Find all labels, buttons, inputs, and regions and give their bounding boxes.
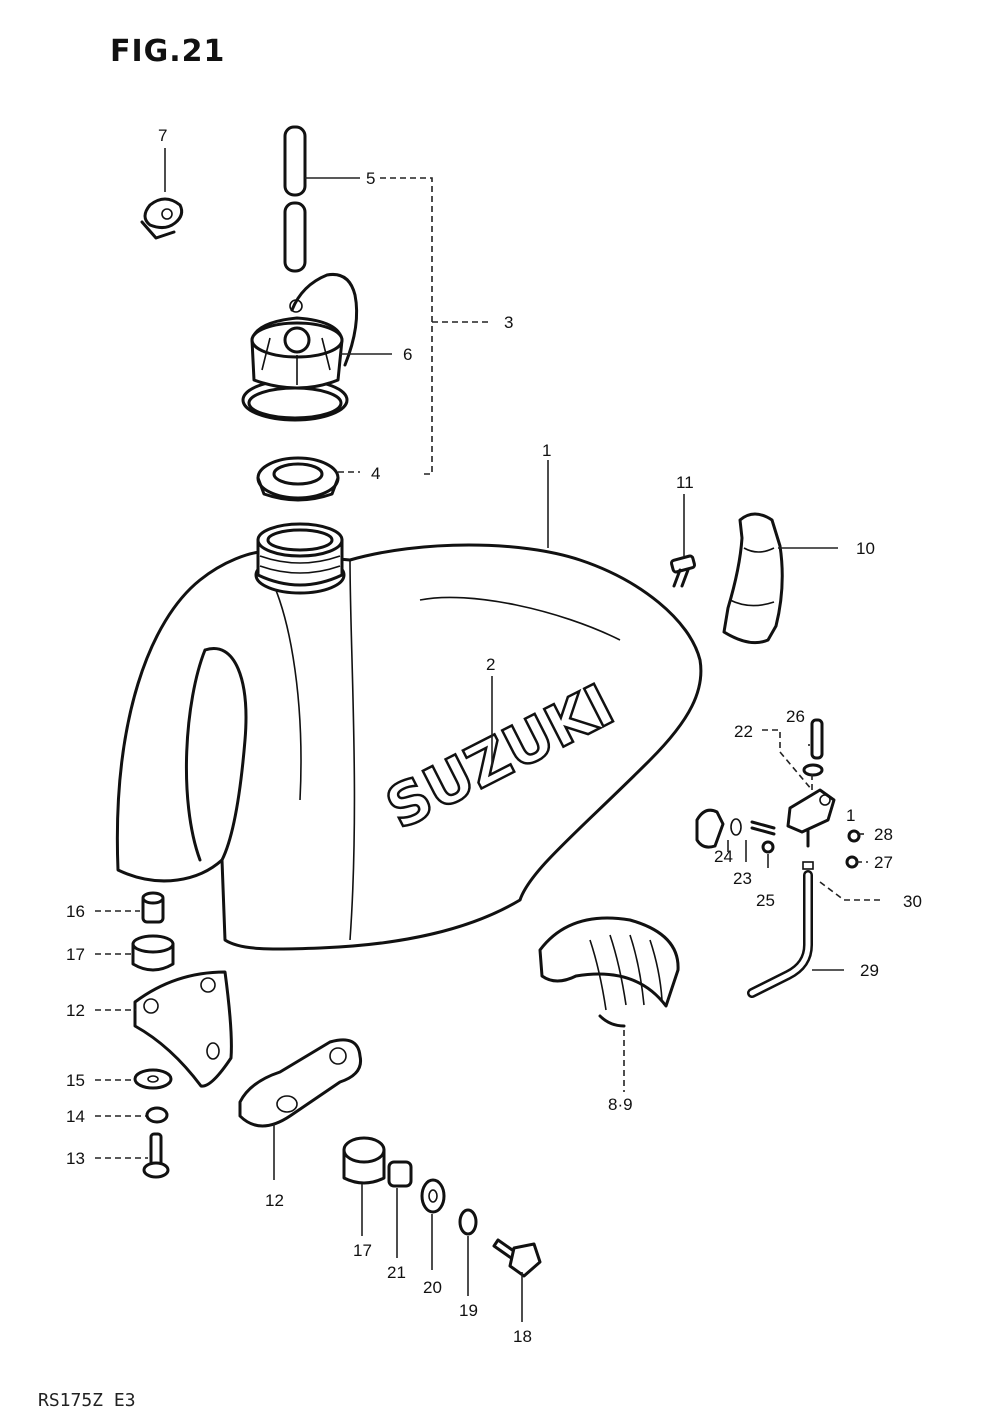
callout-27: 27 xyxy=(874,853,893,872)
callout-26: 26 xyxy=(786,707,805,726)
callout-6: 6 xyxy=(403,345,412,364)
part-12-bracket-lower xyxy=(238,1038,363,1128)
leader-lines xyxy=(95,148,880,1322)
callout-5: 5 xyxy=(366,169,375,188)
part-15-washer xyxy=(133,1068,173,1090)
callout-23: 23 xyxy=(733,869,752,888)
callout-21: 21 xyxy=(387,1263,406,1282)
part-8-9-heat-shield xyxy=(538,916,680,1028)
callout-29: 29 xyxy=(860,961,879,980)
part-24-cock-lever xyxy=(695,808,776,849)
part-10-rubber-strap xyxy=(722,512,784,645)
callout-7: 7 xyxy=(158,126,167,145)
callout-22: 22 xyxy=(734,722,753,741)
part-4-cap-gasket xyxy=(256,456,340,502)
callout-1b: 1 xyxy=(846,806,855,825)
part-26-cock-pin xyxy=(802,718,824,777)
callout-24: 24 xyxy=(714,847,733,866)
part-20-washer xyxy=(420,1178,446,1214)
callout-17: 17 xyxy=(66,945,85,964)
callout-15: 15 xyxy=(66,1071,85,1090)
callout-18: 18 xyxy=(513,1327,532,1346)
part-13-bolt xyxy=(142,1132,170,1179)
callout-1: 1 xyxy=(542,441,551,460)
callout-8-9: 8·9 xyxy=(608,1095,633,1114)
callout-17-lower: 17 xyxy=(353,1241,372,1260)
callout-30: 30 xyxy=(903,892,922,911)
part-17-cushion xyxy=(131,934,175,972)
part-11-bolt xyxy=(669,554,697,588)
callout-25: 25 xyxy=(756,891,775,910)
part-14-nut xyxy=(145,1106,169,1124)
callout-20: 20 xyxy=(423,1278,442,1297)
fuel-cock-body xyxy=(786,788,836,848)
model-code-label: RS175Z E3 xyxy=(38,1390,136,1411)
callout-19: 19 xyxy=(459,1301,478,1320)
part-16-collar xyxy=(141,891,165,924)
callout-16: 16 xyxy=(66,902,85,921)
part-25-screw xyxy=(761,840,775,854)
callout-13: 13 xyxy=(66,1149,85,1168)
callout-2: 2 xyxy=(486,655,495,674)
part-18-bolt xyxy=(492,1238,542,1278)
part-19-lock-washer xyxy=(458,1208,478,1236)
callout-labels: 7 5 3 6 4 1 11 10 2 22 26 1 28 27 24 23 … xyxy=(66,126,922,1346)
part-7-hose-clamp xyxy=(140,197,184,240)
part-21-collar xyxy=(387,1160,413,1188)
part-27-screw xyxy=(845,855,859,869)
callout-12-lower: 12 xyxy=(265,1191,284,1210)
callout-3: 3 xyxy=(504,313,513,332)
callout-10: 10 xyxy=(856,539,875,558)
callout-28: 28 xyxy=(874,825,893,844)
part-12-bracket-left xyxy=(133,970,233,1088)
callout-4: 4 xyxy=(371,464,380,483)
part-29-fuel-hose xyxy=(747,861,814,998)
part-5-breather-hose xyxy=(283,125,307,273)
callout-11: 11 xyxy=(676,473,694,492)
callout-14: 14 xyxy=(66,1107,85,1126)
figure-title: FIG.21 xyxy=(110,34,226,69)
part-28-screw xyxy=(847,829,861,843)
part-17-cushion-lower xyxy=(342,1136,386,1185)
callout-12: 12 xyxy=(66,1001,85,1020)
part-6-fuel-cap xyxy=(241,272,359,422)
part-1-fuel-tank xyxy=(115,522,703,951)
